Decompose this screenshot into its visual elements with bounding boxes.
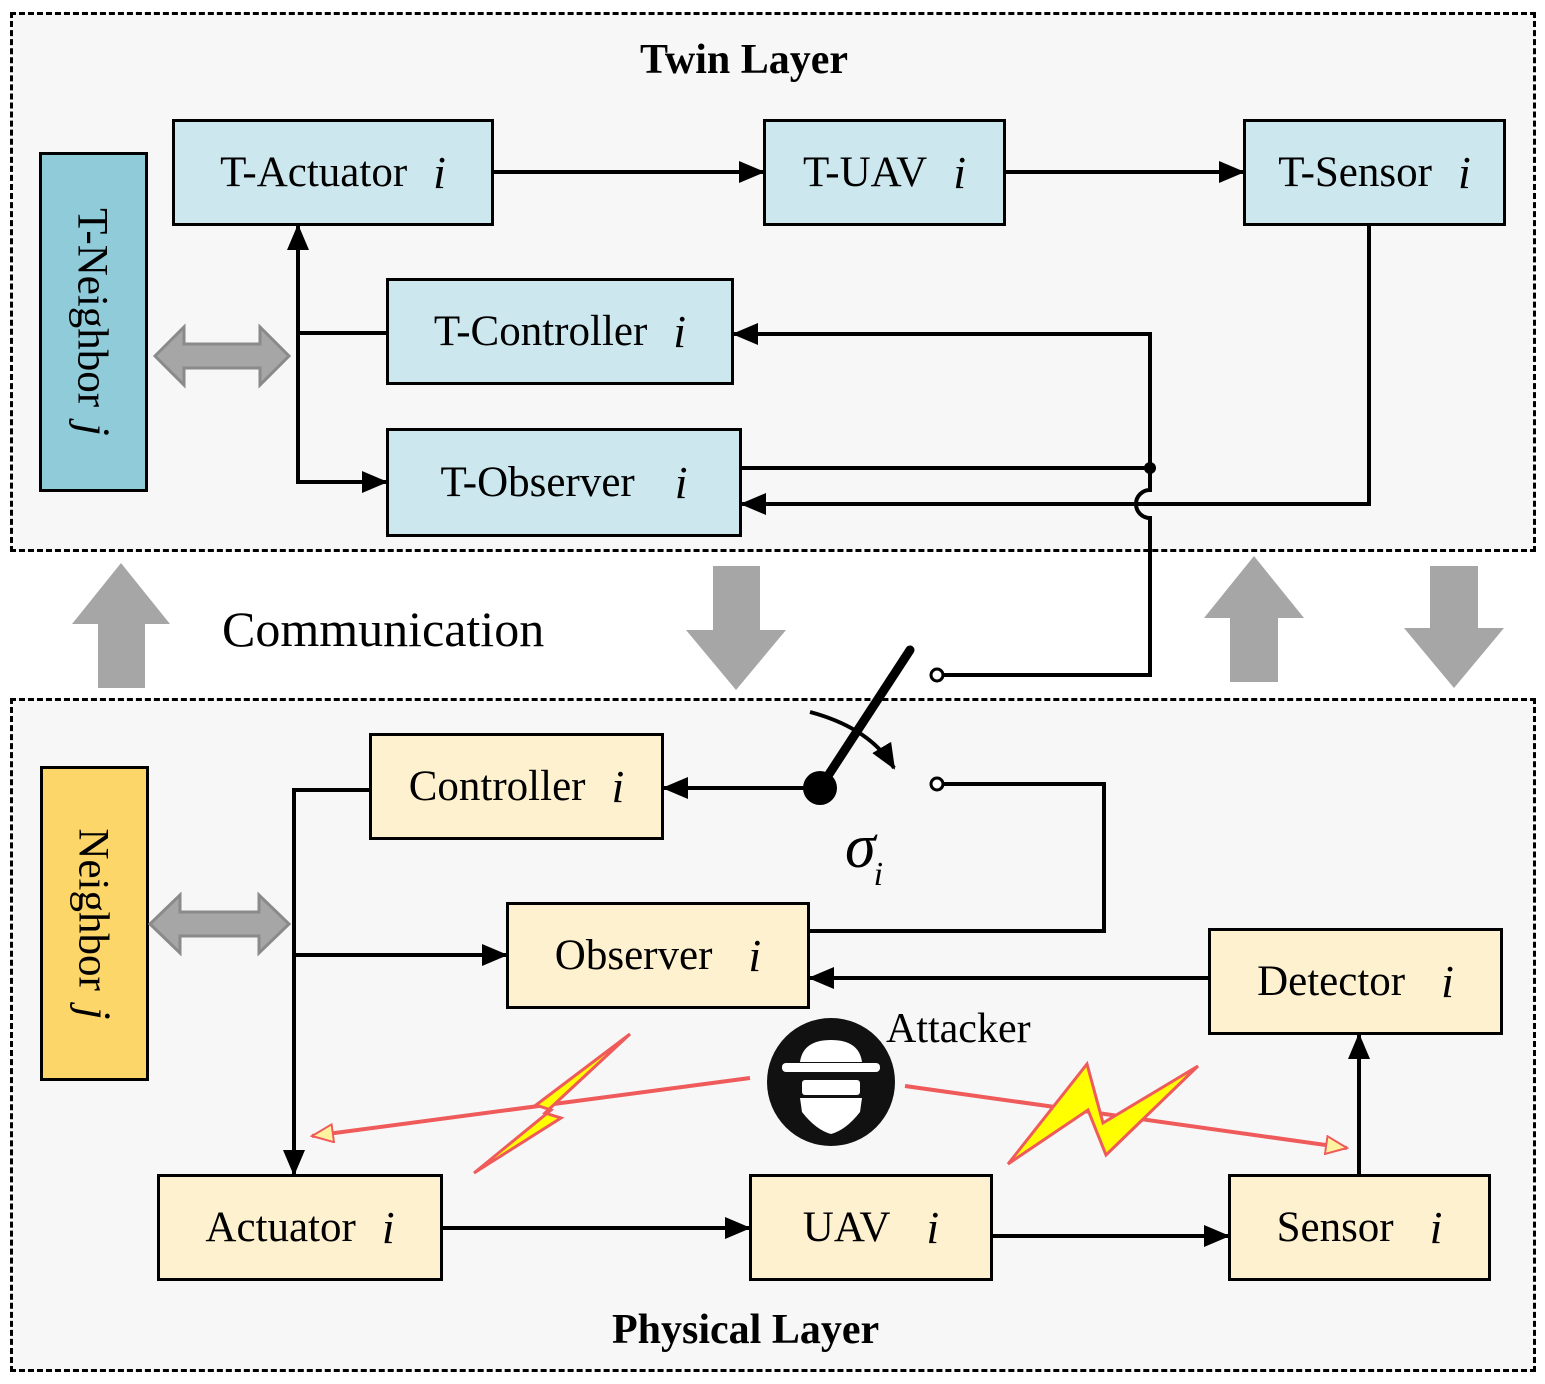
attacker-label: Attacker	[886, 1006, 1031, 1052]
switch-blade	[815, 645, 915, 793]
switch-subscript: i	[873, 856, 884, 893]
neighbor-box: Neighborj	[40, 766, 149, 1081]
physical-connectors	[283, 777, 1370, 1247]
uav-label: UAV	[802, 1204, 891, 1251]
t-sensor-to-t-observer-arrow	[740, 226, 1371, 515]
double-arrow-icon	[152, 323, 292, 389]
switch-label: σi	[845, 812, 885, 893]
observer-to-switch-line	[810, 782, 1106, 933]
t-controller-feedback-arrow	[732, 323, 1152, 468]
t-observer-box: T-Observer i	[386, 428, 742, 537]
lightning-icon	[1006, 1060, 1200, 1166]
comm-up-arrow-right	[1204, 556, 1304, 682]
attack-line-actuator	[312, 1076, 751, 1136]
controller-label: Controller	[408, 763, 586, 810]
switch-pivot	[803, 771, 837, 805]
communication-arrows	[72, 556, 1504, 690]
lightning-icons	[473, 1032, 1200, 1175]
switch-rotation-arrow	[809, 710, 896, 770]
twin-layer	[10, 12, 1536, 552]
neighbor-link-arrows	[147, 323, 292, 957]
communication-label: Communication	[222, 601, 545, 657]
uav-box: UAV i	[749, 1174, 993, 1281]
t-controller-box: T-Controller i	[386, 278, 734, 385]
detector-label: Detector	[1257, 958, 1406, 1005]
switch-terminal-bottom	[929, 776, 945, 792]
t-controller-index: i	[673, 306, 687, 357]
observer-box: Observer i	[506, 902, 810, 1009]
comm-down-arrow-center	[686, 566, 786, 690]
double-arrow-icon	[147, 891, 292, 957]
comm-down-arrow-right	[1404, 566, 1504, 688]
controller-box: Controller i	[369, 733, 664, 840]
t-neighbor-box: T-Neighborj	[39, 152, 148, 492]
t-uav-label: T-UAV	[802, 149, 928, 196]
sensor-label: Sensor	[1276, 1204, 1394, 1251]
t-sensor-label: T-Sensor	[1278, 149, 1432, 196]
observer-label: Observer	[554, 932, 713, 979]
controller-index: i	[611, 761, 625, 812]
switch	[803, 645, 945, 805]
lightning-icon	[473, 1032, 632, 1175]
t-controller-label: T-Controller	[433, 308, 648, 355]
observer-index: i	[748, 930, 762, 981]
twin-layer-title: Twin Layer	[640, 37, 849, 83]
t-observer-label: T-Observer	[440, 459, 635, 506]
switch-terminal-top	[929, 667, 945, 683]
twin-connectors	[287, 161, 1371, 677]
t-uav-box: T-UAV i	[763, 119, 1006, 226]
detector-box: Detector i	[1208, 928, 1503, 1035]
sensor-index: i	[1429, 1202, 1443, 1253]
detector-index: i	[1441, 956, 1454, 1007]
actuator-index: i	[381, 1202, 395, 1253]
controller-to-actuator-arrow	[283, 788, 369, 1176]
uav-index: i	[926, 1202, 940, 1253]
line-crossover-hop	[944, 468, 1152, 677]
junction-dot	[1144, 462, 1156, 474]
t-sensor-box: T-Sensor i	[1243, 119, 1506, 226]
spy-icon	[767, 1018, 895, 1146]
comm-up-arrow-left	[72, 563, 170, 688]
t-actuator-label: T-Actuator	[220, 149, 408, 196]
t-uav-index: i	[953, 147, 967, 198]
actuator-box: Actuator i	[157, 1174, 443, 1281]
t-sensor-index: i	[1457, 147, 1471, 198]
t-actuator-index: i	[433, 147, 446, 198]
actuator-label: Actuator	[205, 1204, 356, 1251]
physical-layer-title: Physical Layer	[612, 1307, 880, 1353]
switch-symbol: σ	[845, 813, 876, 881]
t-actuator-box: T-Actuator i	[172, 119, 494, 226]
t-observer-index: i	[674, 457, 688, 508]
